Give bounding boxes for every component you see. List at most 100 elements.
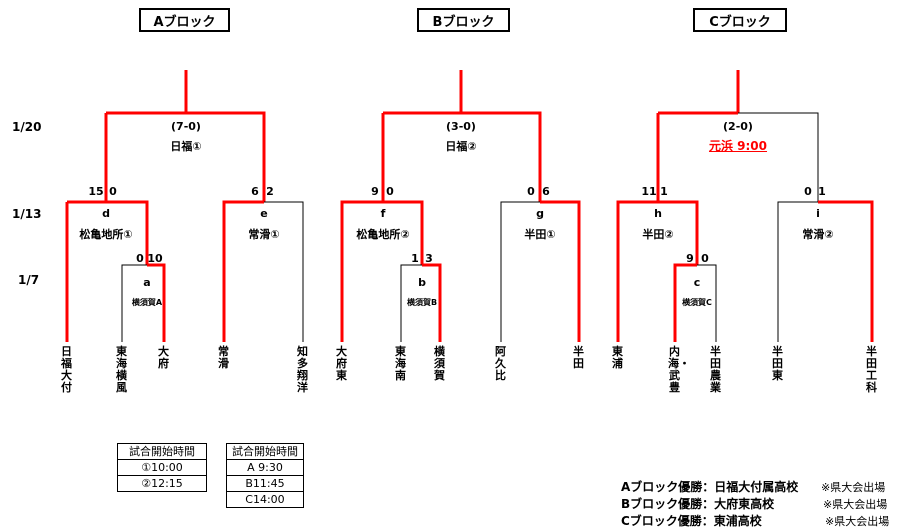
schedule-times-header: 試合開始時間 <box>118 444 206 460</box>
final-b-score: (3-0) <box>446 120 476 133</box>
schedule-blocks-row: C14:00 <box>245 493 285 506</box>
semi-g-id: g <box>536 207 544 220</box>
semi-f-score-left: 9 <box>371 185 379 198</box>
semi-e-score-left: 6 <box>251 185 259 198</box>
semi-i-venue: 常滑② <box>802 228 834 241</box>
line-b-g-right <box>540 200 581 342</box>
team-handa: 半田 <box>573 345 584 370</box>
line-b-f-right <box>383 200 424 265</box>
line-c-c-left <box>673 263 697 342</box>
winner-a: Aブロック優勝：日福大付属高校 <box>621 480 799 494</box>
line-b-g-left <box>500 201 540 342</box>
semi-h-id: h <box>654 207 662 220</box>
semi-e-venue: 常滑① <box>248 228 280 241</box>
line-b-b-right <box>422 263 442 342</box>
block-c-header: Cブロック <box>693 8 787 32</box>
block-a-header: Aブロック <box>139 8 230 32</box>
semi-e-score-right: 2 <box>266 185 274 198</box>
line-c-i-left <box>777 201 818 342</box>
final-a-venue: 日福① <box>170 140 202 153</box>
first-c-venue: 横須賀C <box>682 298 712 307</box>
line-a-a-left <box>121 264 147 342</box>
round-date-final: 1/20 <box>12 120 42 134</box>
first-c-id: c <box>693 276 701 289</box>
first-a-score-left: 0 <box>136 252 144 265</box>
winner-a-note: ※県大会出場 <box>821 481 886 494</box>
semi-h-score-left: 11 <box>641 185 657 198</box>
winner-b-note: ※県大会出場 <box>823 498 888 511</box>
first-c-score-left: 9 <box>686 252 694 265</box>
line-c-i-right <box>818 200 874 342</box>
first-b-id: b <box>418 276 426 289</box>
semi-f-venue: 松亀地所② <box>356 228 410 241</box>
final-c-venue: 元浜 9:00 <box>708 139 768 153</box>
team-higashiura: 東浦 <box>612 345 623 370</box>
semi-i-score-right: 1 <box>818 185 826 198</box>
final-b-venue: 日福② <box>445 140 477 153</box>
semi-i-id: i <box>816 207 820 220</box>
line-b-f-left <box>340 200 383 342</box>
final-a-score: (7-0) <box>171 120 201 133</box>
semi-h-score-right: 1 <box>660 185 668 198</box>
semi-d-venue: 松亀地所① <box>79 228 133 241</box>
schedule-blocks-box: 試合開始時間 A 9:30 B11:45 C14:00 <box>226 443 304 508</box>
team-tokai-ofu: 東海横風 <box>116 345 127 394</box>
team-obu: 大府 <box>158 345 169 370</box>
team-utsumi-taketoyo: 内海・武豊 <box>668 345 690 394</box>
first-b-venue: 横須賀B <box>406 298 438 307</box>
line-a-d-left <box>65 200 106 342</box>
line-c-h-right <box>658 200 699 265</box>
schedule-blocks-row: B11:45 <box>227 476 303 492</box>
line-a-final-right <box>186 111 266 202</box>
line-c-final-left <box>656 111 738 202</box>
team-handa-higashi: 半田東 <box>772 345 783 382</box>
line-c-h-left <box>616 200 658 342</box>
team-handa-nogyo: 半田農業 <box>710 345 721 394</box>
line-b-b-left <box>400 264 422 342</box>
schedule-times-row: ①10:00 <box>118 460 206 476</box>
final-c-score: (2-0) <box>723 120 753 133</box>
team-yokosuka: 横須賀 <box>434 345 445 382</box>
semi-d-score-right: 0 <box>109 185 117 198</box>
line-a-d-right <box>106 200 149 265</box>
block-b-header: Bブロック <box>417 8 510 32</box>
first-a-score-right: 10 <box>147 252 163 265</box>
first-b-score-right: 3 <box>425 252 433 265</box>
winner-c-note: ※県大会出場 <box>825 515 890 528</box>
first-a-id: a <box>143 276 151 289</box>
line-a-final-left <box>104 111 186 202</box>
team-handa-koka: 半田工科 <box>866 345 877 394</box>
team-obu-higashi: 大府東 <box>336 345 347 382</box>
semi-i-score-left: 0 <box>804 185 812 198</box>
first-c-score-right: 0 <box>701 252 709 265</box>
semi-g-score-right: 6 <box>542 185 550 198</box>
team-agui: 阿久比 <box>495 345 506 382</box>
round-date-first: 1/7 <box>18 273 40 287</box>
line-b-final-left <box>381 111 461 202</box>
semi-f-id: f <box>380 207 386 220</box>
semi-g-score-left: 0 <box>527 185 535 198</box>
schedule-blocks-header: 試合開始時間 <box>227 444 303 460</box>
team-chita-shoyo: 知多翔洋 <box>297 345 308 394</box>
semi-h-venue: 半田② <box>642 228 674 241</box>
line-c-final-right <box>738 112 819 202</box>
line-a-e-right <box>264 201 304 342</box>
first-a-venue: 横須賀A <box>131 298 163 307</box>
winner-b: Bブロック優勝：大府東高校 <box>621 497 775 511</box>
line-a-e-left <box>222 200 264 342</box>
round-date-semi: 1/13 <box>12 207 42 221</box>
semi-d-id: d <box>102 207 110 220</box>
schedule-blocks-row: A 9:30 <box>227 460 303 476</box>
first-b-score-left: 1 <box>411 252 419 265</box>
team-tokoname: 常滑 <box>218 345 229 370</box>
semi-e-id: e <box>260 207 268 220</box>
schedule-times-box: 試合開始時間 ①10:00 ②12:15 <box>117 443 207 492</box>
line-a-a-right <box>147 263 166 342</box>
line-c-c-right <box>697 264 717 342</box>
semi-f-score-right: 0 <box>386 185 394 198</box>
team-nittai-fukushi: 日福大付 <box>61 345 72 394</box>
team-tokai-minami: 東海南 <box>395 345 406 382</box>
semi-d-score-left: 15 <box>88 185 104 198</box>
semi-g-venue: 半田① <box>524 228 556 241</box>
